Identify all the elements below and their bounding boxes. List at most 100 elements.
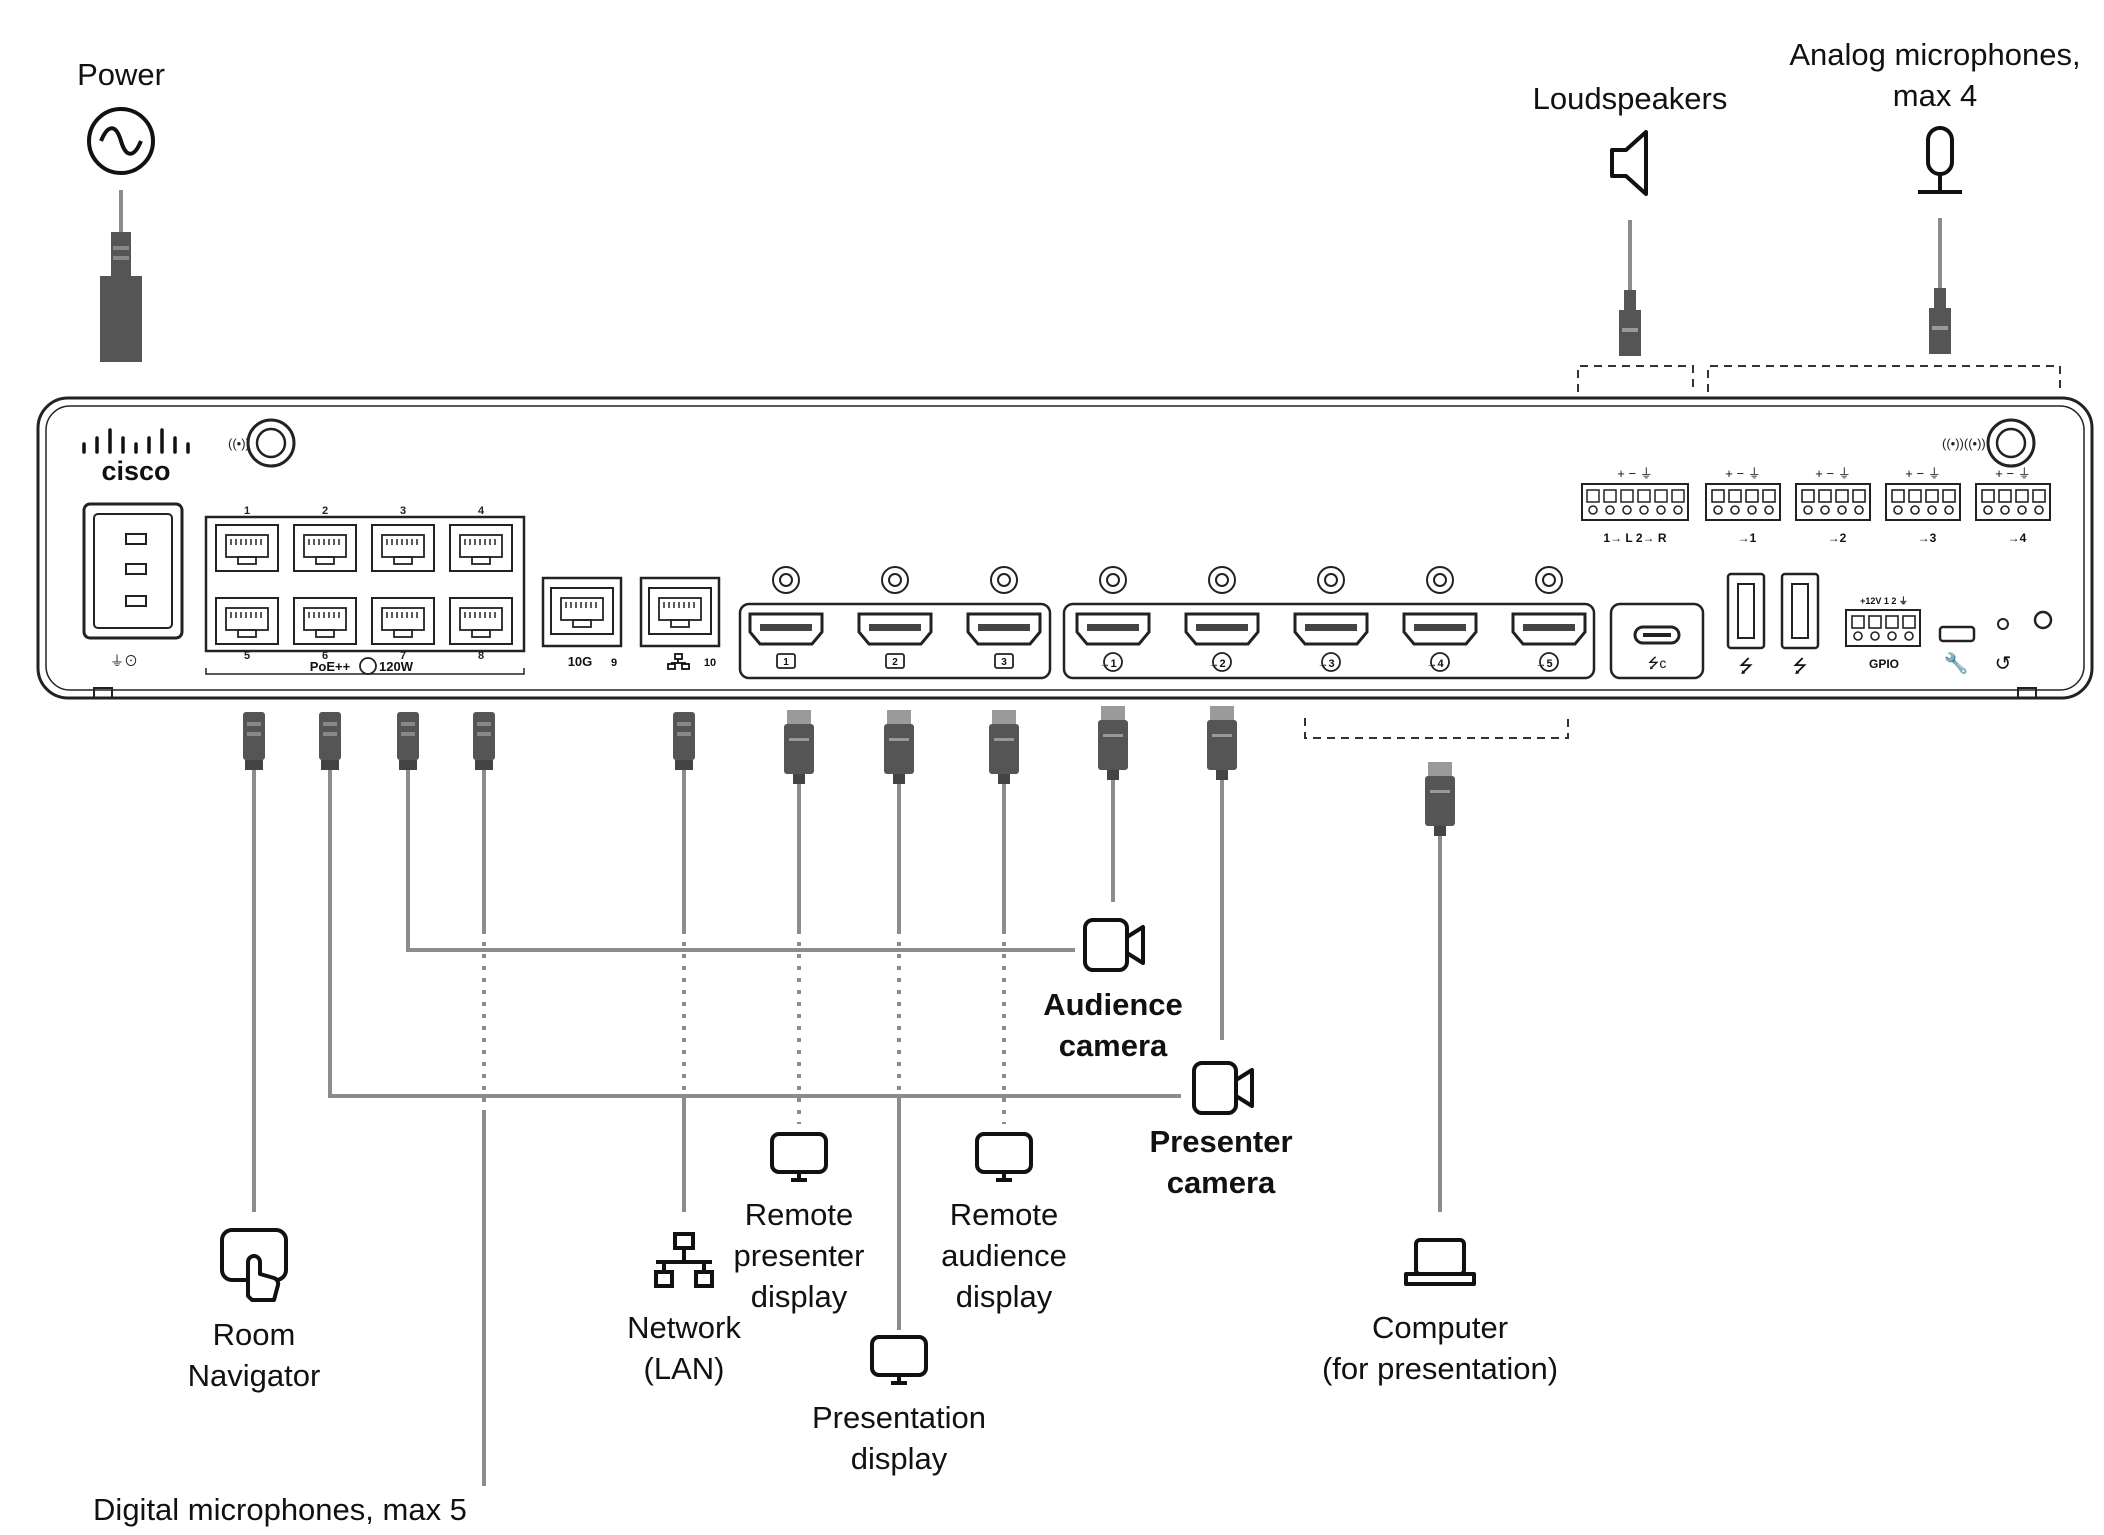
loudspeaker-terminals — [1581, 483, 1689, 521]
display-icon — [770, 1132, 828, 1182]
network-icon — [654, 1232, 714, 1288]
mic-input-label: →3 — [1918, 531, 1937, 545]
analog-microphones-line: Analog microphones, — [1789, 37, 2081, 72]
hdmi-plug — [989, 710, 1019, 784]
dashed-brackets — [1304, 365, 2061, 739]
plugs — [100, 232, 1951, 836]
wireless-icon: ((•)) — [228, 436, 250, 451]
mic-input-label: →4 — [2008, 531, 2027, 545]
rj45-bottom-number: 7 — [400, 650, 406, 662]
cisco-wordmark: cisco — [101, 456, 170, 486]
cisco-logo — [82, 428, 190, 454]
mic-input-label: →2 — [1828, 531, 1847, 545]
rj45-plug — [397, 712, 419, 770]
hdmi-plug — [1425, 762, 1455, 836]
reset-button: ↺ — [1995, 610, 2053, 675]
analog-mic-plug — [1929, 288, 1951, 354]
loudspeaker-channel-label: 1→ L 2→ R — [1603, 531, 1666, 545]
analog-microphones-line: max 4 — [1892, 78, 1978, 113]
wireless-icon: ((•))((•)) — [1942, 436, 1986, 451]
audience-camera-line: Audience — [1043, 987, 1183, 1022]
presentation-display-line: display — [850, 1441, 948, 1476]
analog-microphones-label: Analog microphones, max 4 — [1770, 34, 2100, 116]
room-navigator-line: Room — [212, 1317, 296, 1352]
port-9-label: 9 — [611, 657, 617, 669]
antenna-connector-right: ((•))((•)) — [1942, 418, 2036, 468]
network-line: (LAN) — [643, 1351, 725, 1386]
rj45-plug — [319, 712, 341, 770]
hdmi-plug — [1098, 706, 1128, 780]
loudspeaker-icon — [1610, 130, 1648, 196]
presentation-display-line: Presentation — [811, 1400, 987, 1435]
presenter-camera-line: camera — [1166, 1165, 1276, 1200]
mic-terminal-marks: + − ⏚ — [1815, 466, 1850, 481]
room-navigator-line: Navigator — [187, 1358, 321, 1393]
gpio-label: GPIO — [1869, 657, 1899, 671]
camera-icon — [1192, 1061, 1254, 1115]
hdmi-output-number: 1 — [783, 657, 789, 668]
mic-terminal-marks: + − ⏚ — [1995, 466, 2030, 481]
hdmi-plug — [884, 710, 914, 784]
remote-presenter-display-line: display — [750, 1279, 848, 1314]
remote-presenter-display-line: Remote — [744, 1197, 854, 1232]
hdmi-input-number: →4 — [1426, 658, 1444, 670]
presentation-display-label: Presentation display — [774, 1397, 1024, 1479]
remote-audience-display-line: audience — [941, 1238, 1067, 1273]
display-icon — [975, 1132, 1033, 1182]
rj45-plug — [473, 712, 495, 770]
hdmi-input-number: →5 — [1535, 658, 1552, 670]
usb-icon: ⭍ — [1793, 656, 1808, 676]
port-10g — [541, 576, 623, 648]
cable-lines — [119, 190, 1942, 1486]
mic-input-label: →1 — [1738, 531, 1757, 545]
hdmi-plug — [1207, 706, 1237, 780]
loudspeaker-plug — [1619, 290, 1641, 356]
hdmi-output-group — [738, 566, 1052, 680]
codec-rear-panel: cisco ((•)) ((•))((•)) ⏚⊙ — [36, 396, 2094, 700]
mic-terminal-marks: + − ⏚ — [1725, 466, 1760, 481]
usb-c-icon: ⭍c — [1648, 655, 1667, 671]
computer-line: Computer — [1371, 1310, 1509, 1345]
audience-camera-line: camera — [1058, 1028, 1168, 1063]
remote-audience-display-line: Remote — [949, 1197, 1059, 1232]
usb-icon: ⭍ — [1739, 656, 1754, 676]
hdmi-input-group — [1062, 566, 1596, 680]
hdmi-input-number: →3 — [1317, 658, 1334, 670]
rj45-bottom-number: 8 — [478, 650, 484, 662]
display-icon — [870, 1335, 928, 1385]
camera-icon — [1083, 918, 1145, 972]
reset-icon: ↺ — [1995, 653, 2012, 675]
power-direction-icon — [359, 657, 377, 675]
wrench-icon: 🔧 — [1944, 651, 1969, 675]
computer-label: Computer (for presentation) — [1290, 1307, 1590, 1389]
power-inlet: ⏚⊙ — [82, 502, 184, 669]
loudspeakers-label: Loudspeakers — [1532, 81, 1728, 116]
rj45-plug — [673, 712, 695, 770]
room-navigator-label: Room Navigator — [154, 1314, 354, 1396]
rj45-top-number: 3 — [400, 505, 406, 517]
port-10g-label: 10G — [568, 654, 593, 669]
digital-microphones-label: Digital microphones, max 5 — [93, 1492, 467, 1527]
remote-audience-display-label: Remote audience display — [904, 1194, 1104, 1317]
svg-text:⏚⊙: ⏚⊙ — [110, 653, 138, 669]
network-icon — [667, 653, 690, 670]
usb-a-ports: ⭍ ⭍ — [1726, 572, 1820, 676]
port-10-label: 10 — [704, 657, 716, 669]
port-network — [639, 576, 721, 670]
remote-presenter-display-label: Remote presenter display — [699, 1194, 899, 1317]
hdmi-input-number: →1 — [1099, 658, 1116, 670]
poe-label: PoE++ — [310, 659, 351, 674]
presenter-camera-label: Presenter camera — [1121, 1121, 1321, 1203]
power-plug — [100, 232, 142, 362]
power-icon — [87, 107, 155, 175]
hdmi-plug — [784, 710, 814, 784]
poe-power-label: 120W — [379, 659, 414, 674]
touch-panel-icon — [220, 1228, 288, 1302]
hdmi-input-number: →2 — [1208, 658, 1225, 670]
gpio-pins-label: +12V 1 2 ⏚ — [1860, 596, 1908, 606]
mic-terminal-marks: + − ⏚ — [1905, 466, 1940, 481]
analog-microphone-icon — [1918, 126, 1962, 194]
hdmi-output-number: 3 — [1001, 657, 1007, 668]
rj45-top-number: 4 — [478, 505, 485, 517]
